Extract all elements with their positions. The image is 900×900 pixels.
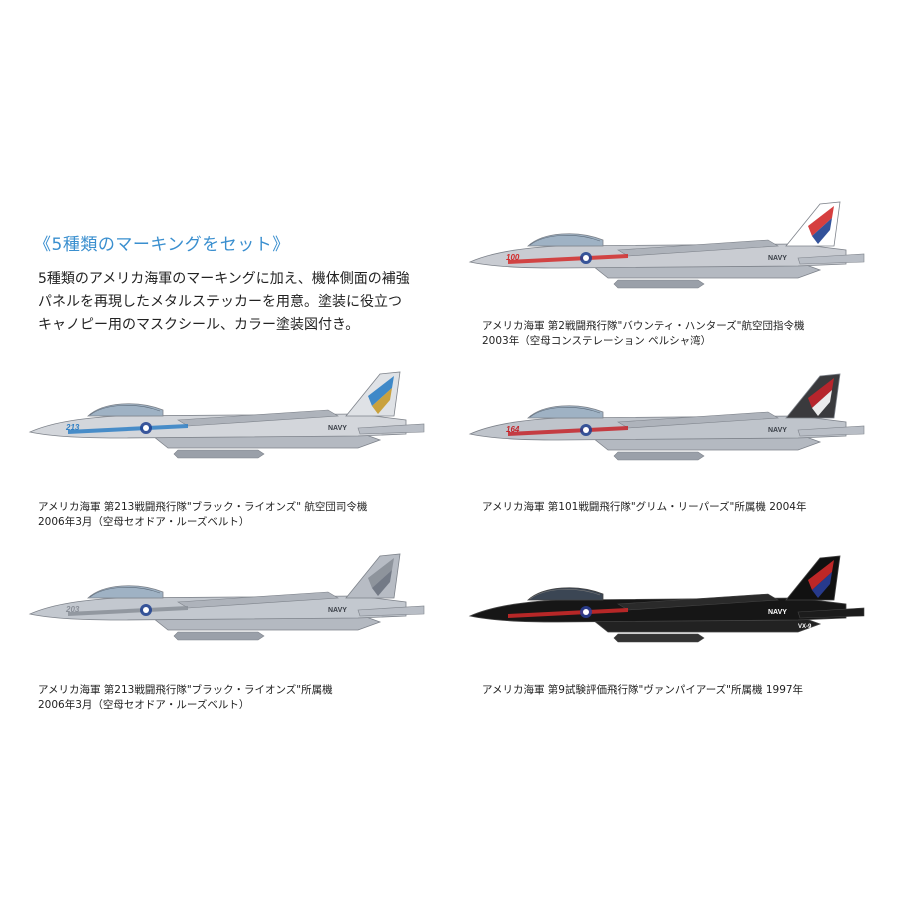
fuselage-stripe	[68, 606, 188, 616]
canopy-frame	[529, 589, 601, 600]
side-text-navy: NAVY	[768, 609, 787, 616]
section-heading: 《5種類のマーキングをセット》	[34, 235, 290, 255]
stabilizer	[797, 253, 865, 265]
jet-illustration-bounty-hunters: 100 NAVY	[468, 201, 865, 289]
drop-tank	[613, 451, 705, 461]
roundel-center	[583, 427, 589, 433]
intro-line: パネルを再現したメタルステッカーを用意。塗装に役立つ	[38, 294, 402, 310]
wing	[177, 591, 339, 609]
jet-illustration-grim-reapers: 164 NAVY	[468, 373, 865, 461]
stabilizer	[357, 423, 425, 435]
jet-illustration-black-lions: 203 NAVY	[28, 553, 425, 641]
tail-stripe	[808, 378, 834, 408]
tail-stripe	[808, 206, 834, 236]
fuselage-stripe	[508, 254, 628, 264]
side-text-navy: NAVY	[768, 427, 787, 434]
nose-number: 100	[506, 253, 520, 262]
tail-stripe	[368, 376, 394, 406]
tail-stripe	[372, 570, 392, 596]
canopy-frame	[529, 235, 601, 246]
caption-black-lions-cag: アメリカ海軍 第213戦闘飛行隊"ブラック・ライオンズ" 航空団司令機 2006…	[38, 501, 368, 528]
stabilizer	[797, 425, 865, 437]
caption-vampires: アメリカ海軍 第9試験評価飛行隊"ヴァンパイアーズ"所属機 1997年	[482, 684, 804, 696]
side-text-navy: NAVY	[768, 255, 787, 262]
canopy-frame	[529, 407, 601, 418]
stabilizer	[357, 605, 425, 617]
drop-tank	[173, 449, 265, 459]
intro-line: キャノピー用のマスクシール、カラー塗装図付き。	[38, 317, 360, 333]
fuselage-stripe	[508, 426, 628, 436]
intro-text: 5種類のアメリカ海軍のマーキングに加え、機体側面の補強 パネルを再現したメタルス…	[38, 268, 438, 337]
wing	[177, 409, 339, 427]
tail-stripe	[368, 558, 394, 588]
tail-stripe	[808, 560, 834, 590]
intro-line: 5種類のアメリカ海軍のマーキングに加え、機体側面の補強	[38, 271, 410, 287]
canopy-frame	[89, 405, 161, 416]
wing	[617, 239, 779, 257]
caption-grim-reapers: アメリカ海軍 第101戦闘飛行隊"グリム・リーパーズ"所属機 2004年	[482, 501, 807, 513]
canopy-frame	[89, 587, 161, 598]
caption-bounty-hunters: アメリカ海軍 第2戦闘飛行隊"バウンティ・ハンターズ"航空団指令機 2003年（…	[482, 320, 805, 347]
roundel-center	[583, 609, 589, 615]
tail-stripe	[812, 390, 832, 416]
jet-illustration-black-lions-cag: 213 NAVY	[28, 371, 425, 459]
nose-number: 213	[65, 423, 80, 432]
stabilizer	[797, 607, 865, 619]
wing	[617, 593, 779, 611]
roundel-center	[583, 255, 589, 261]
side-text-navy: NAVY	[328, 607, 347, 614]
tail-code: VX-9	[798, 624, 812, 630]
drop-tank	[613, 279, 705, 289]
fuselage-stripe	[68, 424, 188, 434]
fuselage-stripe	[508, 608, 628, 618]
jet-illustration-vampires: NAVY VX-9	[468, 555, 865, 643]
drop-tank	[173, 631, 265, 641]
roundel-center	[143, 425, 149, 431]
tail-stripe	[372, 388, 392, 414]
tail-stripe	[812, 572, 832, 598]
caption-black-lions: アメリカ海軍 第213戦闘飛行隊"ブラック・ライオンズ"所属機 2006年3月（…	[38, 684, 333, 711]
side-text-navy: NAVY	[328, 425, 347, 432]
nose-number: 203	[65, 605, 80, 614]
roundel-center	[143, 607, 149, 613]
tail-stripe	[812, 218, 832, 244]
wing	[617, 411, 779, 429]
drop-tank	[613, 633, 705, 643]
nose-number: 164	[506, 425, 520, 434]
